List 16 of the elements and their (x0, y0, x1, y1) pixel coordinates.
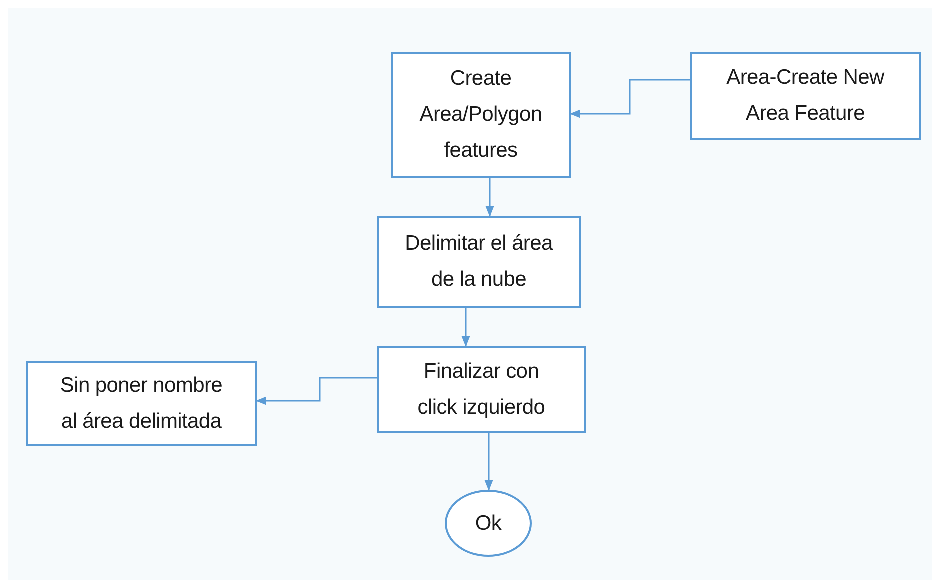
arrow (256, 377, 377, 406)
node-text: Ok (475, 510, 502, 537)
node-text: Area-Create New Area Feature (726, 65, 886, 127)
arrow (484, 433, 494, 492)
process-box (377, 216, 581, 308)
node-text: Finalizar con click izquierdo (416, 358, 546, 420)
arrow (570, 79, 690, 118)
process-box (377, 346, 586, 433)
node-text: Create Area/Polygon features (418, 66, 544, 164)
process-box (690, 52, 921, 140)
node-text: Sin poner nombre al área delimitada (59, 372, 224, 434)
process-box (391, 52, 571, 178)
process-box (26, 361, 257, 446)
arrow (462, 308, 470, 348)
node-text: Delimitar el área de la nube (404, 231, 554, 293)
arrow (486, 178, 494, 218)
